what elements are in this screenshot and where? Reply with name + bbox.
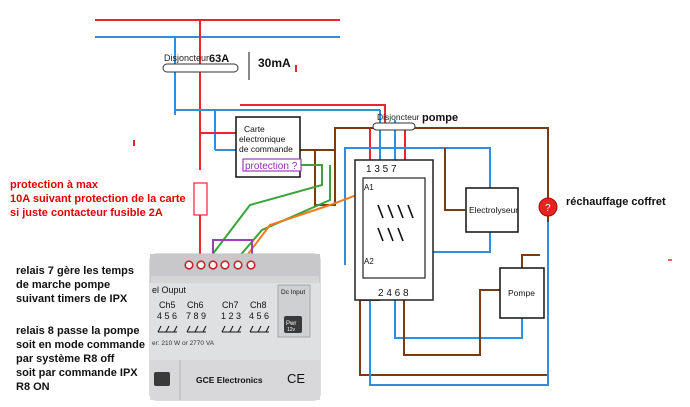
module-dc-input: Dc Input — [281, 289, 305, 296]
relay-module: el Ouput Ch5 Ch6 Ch7 Ch8 4 5 6 7 8 9 1 2… — [149, 253, 321, 401]
pump-breaker-pompe: pompe — [422, 112, 458, 124]
protection-note-line: 10A suivant protection de la carte — [10, 193, 186, 205]
module-relay-symbols — [157, 325, 270, 333]
module-ch7-terms: 1 2 3 — [221, 311, 241, 321]
relais8-note-line: soit en mode commande — [16, 339, 145, 351]
module-brand: GCE Electronics — [196, 375, 263, 385]
electrolyseur-label: Electrolyseur — [469, 205, 518, 215]
green-command-wire-2 — [237, 165, 331, 259]
green-command-wire-1 — [211, 164, 323, 256]
heater-indicator: ? réchauffage coffret — [538, 196, 666, 217]
protection-note-line: protection à max — [10, 179, 99, 191]
contactor-a1: A1 — [364, 183, 374, 192]
protection-question-label: protection ? — [245, 161, 298, 172]
pompe-box-label: Pompe — [508, 288, 535, 298]
pompe-box: Pompe — [499, 267, 545, 319]
module-ch5-terms: 4 5 6 — [157, 311, 177, 321]
purple-wire — [212, 239, 253, 258]
contactor: 1 3 5 7 2 4 6 8 A1 A2 — [354, 159, 434, 301]
module-pwr: Pwr — [286, 321, 296, 327]
module-ch6: Ch6 — [187, 300, 204, 310]
fuse — [193, 182, 208, 216]
contactor-top-terminals: 1 3 5 7 — [366, 164, 397, 175]
module-bottom-strip — [150, 360, 320, 400]
main-breaker-rating: 63A — [209, 53, 229, 65]
module-power-rating: er: 210 W or 2770 VA — [152, 340, 215, 347]
module-terminal-row — [184, 260, 256, 270]
card-line-2: electronique — [239, 134, 286, 144]
module-pwr-v: 12v — [287, 327, 296, 333]
contactor-switches — [377, 204, 414, 242]
pump-breaker-label: Disjoncteur — [377, 112, 420, 122]
protection-note: protection à max 10A suivant protection … — [10, 178, 186, 220]
relais7-note-line: relais 7 gère les temps — [16, 265, 135, 277]
main-breaker: Disjoncteur 63A 30mA — [162, 52, 291, 80]
heater-label: réchauffage coffret — [566, 196, 666, 208]
brown-wire-electrolyseur — [444, 148, 465, 211]
relais8-note-line: R8 ON — [16, 381, 50, 393]
relais8-note-line: relais 8 passe la pompe — [16, 325, 140, 337]
blue-wire-right-return — [369, 222, 549, 386]
main-breaker-diff: 30mA — [258, 56, 291, 70]
brown-wire-pompe — [403, 289, 500, 356]
module-bottom-pwr-badge — [154, 372, 170, 386]
protection-note-line: si juste contacteur fusible 2A — [10, 207, 163, 219]
protection-question-box — [242, 158, 302, 172]
relais7-note: relais 7 gère les temps de marche pompe … — [16, 264, 134, 306]
relais7-note-line: de marche pompe — [16, 279, 111, 291]
module-ch8: Ch8 — [250, 300, 267, 310]
relais8-note-line: par système R8 off — [16, 353, 115, 365]
card-line-3: de commande — [239, 144, 293, 154]
main-breaker-label: Disjoncteur — [164, 53, 209, 63]
relais8-note-line: soit par commande IPX — [16, 367, 138, 379]
heater-question-mark: ? — [545, 203, 551, 214]
module-output-label: el Ouput — [152, 285, 187, 295]
pump-breaker: Disjoncteur pompe — [372, 112, 458, 131]
module-ch8-terms: 4 5 6 — [249, 311, 269, 321]
electrolyseur-box: Electrolyseur — [465, 187, 519, 233]
contactor-a2: A2 — [364, 257, 374, 266]
module-ce-mark: CE — [287, 371, 305, 386]
module-ch7: Ch7 — [222, 300, 239, 310]
brown-wire-pompe-top — [521, 254, 540, 268]
orange-command-wire — [244, 189, 371, 259]
phase-to-pump-breaker-2 — [240, 104, 386, 128]
contactor-bottom-terminals: 2 4 6 8 — [378, 288, 409, 299]
module-pwr-badge — [284, 316, 302, 333]
brown-wire-heater — [300, 127, 549, 376]
card-line-1: Carte — [244, 124, 265, 134]
relais7-note-line: suivant timers de IPX — [16, 293, 128, 305]
relais8-note: relais 8 passe la pompe soit en mode com… — [16, 324, 145, 394]
module-ch6-terms: 7 8 9 — [186, 311, 206, 321]
blue-wire-pump-out — [394, 300, 523, 339]
control-card: Carte electronique de commande protectio… — [235, 116, 302, 178]
module-ch5: Ch5 — [159, 300, 176, 310]
blue-wire-loop — [344, 147, 491, 265]
